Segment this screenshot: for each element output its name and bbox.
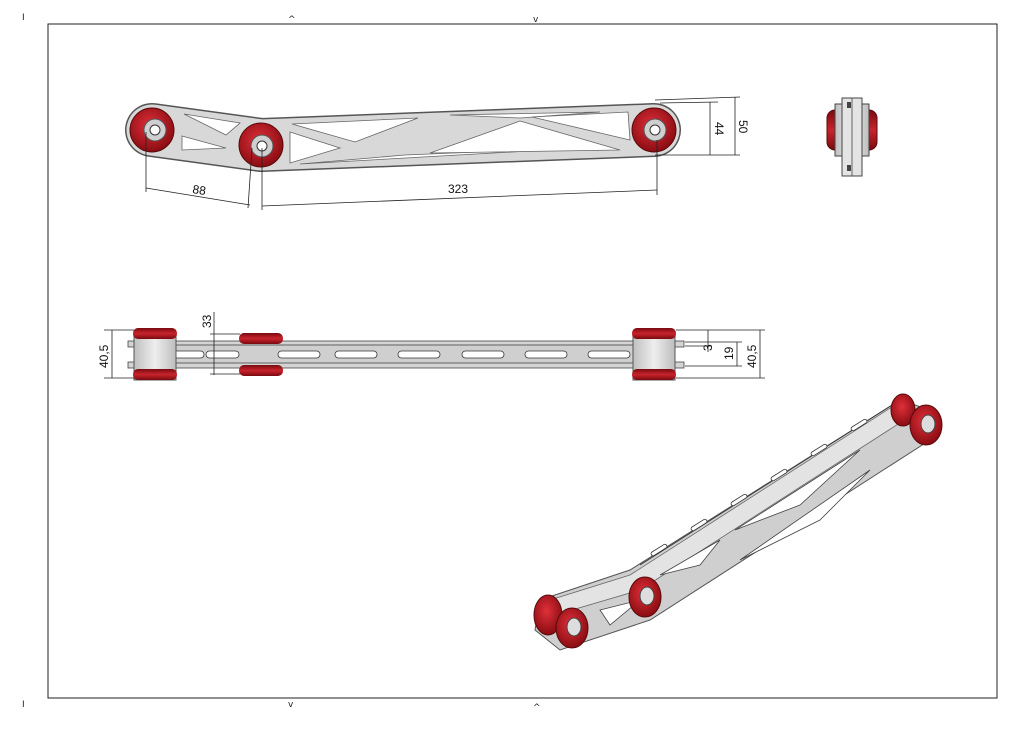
dim-19: 19: [722, 346, 736, 360]
side-view: 40,5 33 3 19 40,5: [97, 312, 765, 381]
dim-50: 50: [736, 120, 750, 134]
dim-3: 3: [701, 344, 715, 351]
bushing-left: [129, 107, 175, 153]
iso-bushing-middle: [628, 576, 662, 618]
dim-44: 44: [712, 122, 726, 136]
end-view: [826, 97, 878, 177]
isometric-view: [533, 393, 943, 651]
dim-40-5-left: 40,5: [97, 344, 111, 368]
iso-bushing-left: [533, 594, 589, 649]
frame-mark: I: [22, 13, 25, 23]
top-view: 88 323 44 50: [125, 96, 750, 210]
side-bushing-left: [133, 328, 177, 381]
frame-mark: ^: [533, 703, 541, 713]
frame-mark: ^: [288, 15, 296, 25]
dim-33: 33: [200, 314, 214, 328]
dimension-lines: [145, 96, 741, 210]
dim-40-5-right: 40,5: [745, 344, 759, 368]
side-bushing-right: [632, 328, 676, 381]
frame-mark: I: [22, 700, 25, 710]
bushing-right: [631, 107, 677, 153]
side-dimension-lines: [104, 312, 765, 379]
dim-323: 323: [448, 182, 468, 196]
frame-mark: v: [533, 15, 539, 25]
frame-mark: v: [288, 700, 294, 710]
side-bushing-middle: [239, 333, 283, 376]
drawing-frame: [47, 23, 998, 699]
dim-88: 88: [192, 182, 208, 198]
iso-bushing-right: [890, 393, 943, 446]
bushing-middle: [238, 122, 284, 168]
